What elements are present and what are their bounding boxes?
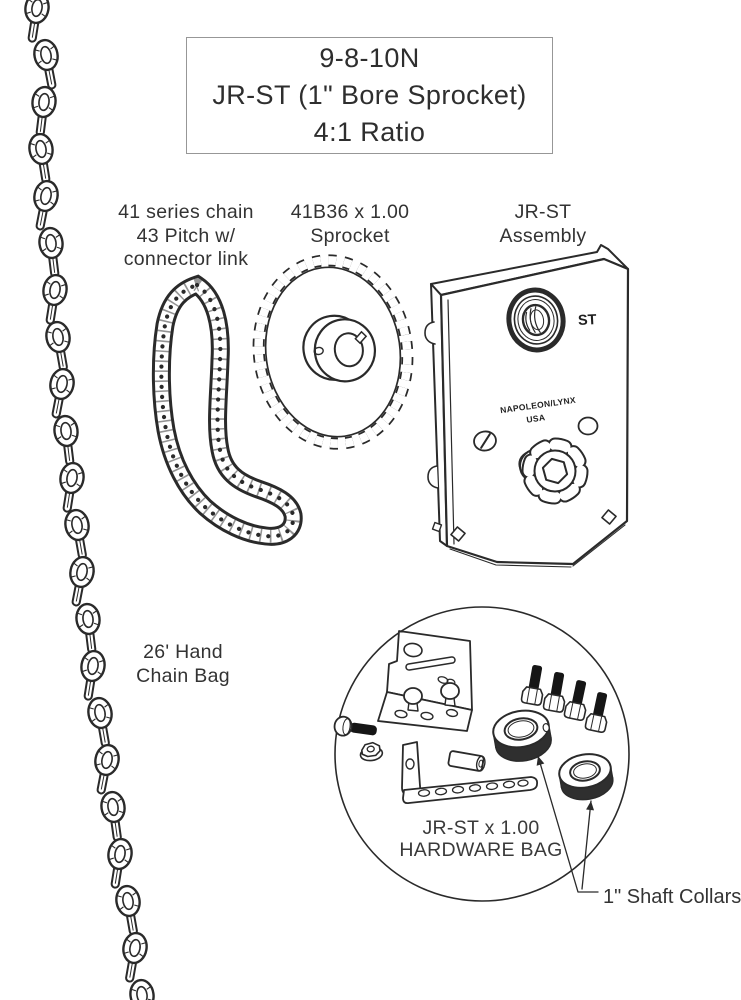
country-marking: USA — [526, 412, 546, 425]
hand-chain-label-line-1: 26' Hand — [143, 641, 223, 663]
shaft-collar-leader-lines — [536, 755, 599, 893]
title-line-3: 4:1 Ratio — [313, 117, 426, 147]
sprocket-illustration — [252, 254, 414, 450]
chain-label-line-3: connector link — [123, 248, 249, 270]
shaft-collar-1 — [492, 709, 552, 762]
title-line-1: 9-8-10N — [319, 43, 420, 73]
assembly-label-line-1: JR-ST — [514, 201, 572, 223]
carriage-bolt — [333, 715, 377, 737]
hardware-bag-label-line-1: JR-ST x 1.00 — [422, 817, 540, 839]
sprocket-label: 41B36 x 1.00 Sprocket — [291, 201, 410, 248]
chain-label-line-2: 43 Pitch w/ — [136, 224, 236, 247]
title-line-2: JR-ST (1" Bore Sprocket) — [212, 80, 527, 110]
bearing-st-marking: ST — [578, 312, 597, 329]
chain-label-line-1: 41 series chain — [118, 201, 254, 223]
hardware-bag-label: JR-ST x 1.00 HARDWARE BAG — [399, 817, 562, 861]
hand-chain-illustration — [19, 0, 160, 1000]
roller-chain-illustration — [151, 274, 303, 546]
hand-chain-label: 26' Hand Chain Bag — [136, 641, 230, 688]
hand-chain-label-line-2: Chain Bag — [136, 664, 230, 687]
shaft-collar-2 — [558, 753, 614, 801]
assembly-label-line-2: Assembly — [499, 224, 587, 247]
title-box: 9-8-10N JR-ST (1" Bore Sprocket) 4:1 Rat… — [186, 37, 553, 154]
sprocket-label-line-1: 41B36 x 1.00 — [290, 201, 410, 223]
angle-bracket — [377, 630, 473, 732]
spacer-pin — [447, 750, 486, 772]
shaft-collars-label: 1" Shaft Collars — [603, 886, 741, 908]
assembly-illustration: ST NAPOLEON/LYNX USA — [424, 244, 630, 568]
strap-bracket — [401, 741, 539, 805]
flange-nut — [359, 741, 384, 762]
assembly-label: JR-ST Assembly — [500, 201, 587, 248]
carriage-bolt-on-bracket — [403, 682, 460, 712]
hardware-bag-label-line-2: HARDWARE BAG — [399, 839, 563, 861]
chain-label: 41 series chain 43 Pitch w/ connector li… — [118, 201, 254, 272]
hardware-bag-illustration — [333, 606, 630, 902]
sprocket-label-line-2: Sprocket — [310, 224, 390, 247]
